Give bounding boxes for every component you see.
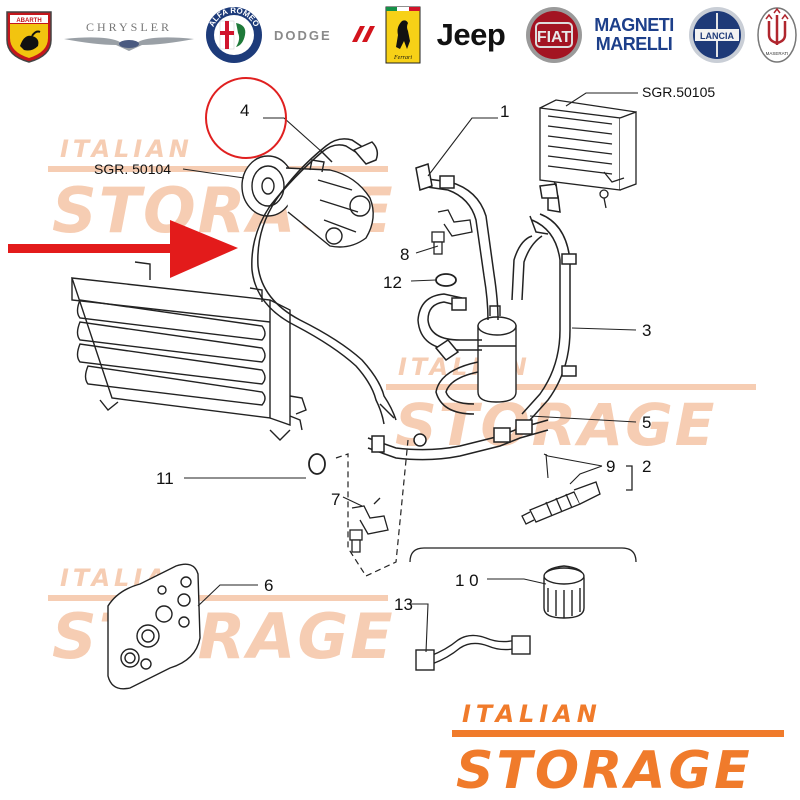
liquid-line <box>367 403 549 461</box>
hose-1 <box>415 163 499 321</box>
maserati-wordmark: MASERATI <box>766 51 789 56</box>
highlight-circle <box>205 77 287 159</box>
italian-storage-logo: ITALIAN STORAGE <box>452 700 784 800</box>
receiver-dryer <box>477 305 517 403</box>
callout-9: 9 <box>606 457 615 476</box>
callout-2: 2 <box>642 457 651 476</box>
dodge-wordmark: DODGE <box>274 28 332 43</box>
hose-4 <box>251 138 397 425</box>
abarth-wordmark: ABARTH <box>16 18 41 24</box>
ref-sgr-50105: SGR.50105 <box>642 84 715 100</box>
lancia-logo: LANCIA <box>685 6 749 64</box>
callout-10: 1 0 <box>455 571 479 590</box>
watermark-bottom-line2: STORAGE <box>52 600 395 673</box>
fiat-wordmark: FIAT <box>537 29 572 46</box>
callout-3: 3 <box>642 321 651 340</box>
dashed-bracket <box>335 439 409 577</box>
callout-12: 12 <box>383 273 402 292</box>
chrysler-wordmark: CHRYSLER <box>86 20 172 34</box>
callout-4: 4 <box>240 101 249 120</box>
o-ring-11 <box>308 453 326 475</box>
callout-1: 1 <box>500 102 509 121</box>
jeep-logo: Jeep <box>428 6 514 64</box>
watermark-bottom: ITALIAN STORAGE <box>48 564 395 673</box>
callout-numbers: 4 1 8 12 3 5 9 2 11 7 6 1 0 13 <box>156 101 651 614</box>
maserati-logo: MASERATI <box>756 6 798 64</box>
dodge-logo: DODGE <box>270 6 378 64</box>
brand-logo-bar: ABARTH CHRYSLER ALFA ROMEO DODGE <box>0 0 800 70</box>
abarth-logo: ABARTH <box>2 6 56 64</box>
brand-logo-line1: ITALIAN <box>462 700 602 728</box>
callout-8: 8 <box>400 245 409 264</box>
o-ring-12 <box>435 273 457 287</box>
lancia-wordmark: LANCIA <box>700 31 734 41</box>
chrysler-logo: CHRYSLER <box>62 6 196 64</box>
sensor-9 <box>521 481 601 525</box>
pressure-switch-8 <box>431 209 473 255</box>
ref-sgr-50104: SGR. 50104 <box>94 161 171 177</box>
alfa-romeo-logo: ALFA ROMEO <box>203 6 265 64</box>
valve-cap-10 <box>543 565 585 619</box>
watermark-top-line1: ITALIAN <box>60 135 193 163</box>
group-brace-10-13 <box>409 547 637 563</box>
callout-13: 13 <box>394 595 413 614</box>
callout-11: 11 <box>156 469 174 488</box>
marelli-wordmark: MARELLI <box>595 34 673 54</box>
evaporator <box>539 99 637 209</box>
dryer-hoses <box>417 293 482 415</box>
cable-13 <box>415 634 531 671</box>
callout-5: 5 <box>642 413 651 432</box>
condenser <box>70 261 307 441</box>
ferrari-wordmark: Ferrari <box>393 55 412 61</box>
magneti-wordmark: MAGNETI <box>594 15 674 35</box>
ferrari-logo: Ferrari <box>384 6 422 64</box>
leader-lines <box>182 92 638 653</box>
group-brace-2 <box>626 465 633 491</box>
callout-6: 6 <box>264 576 273 595</box>
pressure-switch-7 <box>349 497 389 553</box>
magneti-marelli-logo: MAGNETI MARELLI <box>588 6 680 64</box>
compressor <box>241 155 374 248</box>
hose-3 <box>511 174 577 421</box>
callout-7: 7 <box>331 490 340 509</box>
gasket-plate-6 <box>107 563 201 690</box>
brand-logo-line2: STORAGE <box>456 741 753 800</box>
fiat-logo: FIAT <box>524 6 584 64</box>
jeep-wordmark: Jeep <box>436 17 506 52</box>
red-arrow <box>8 220 238 278</box>
